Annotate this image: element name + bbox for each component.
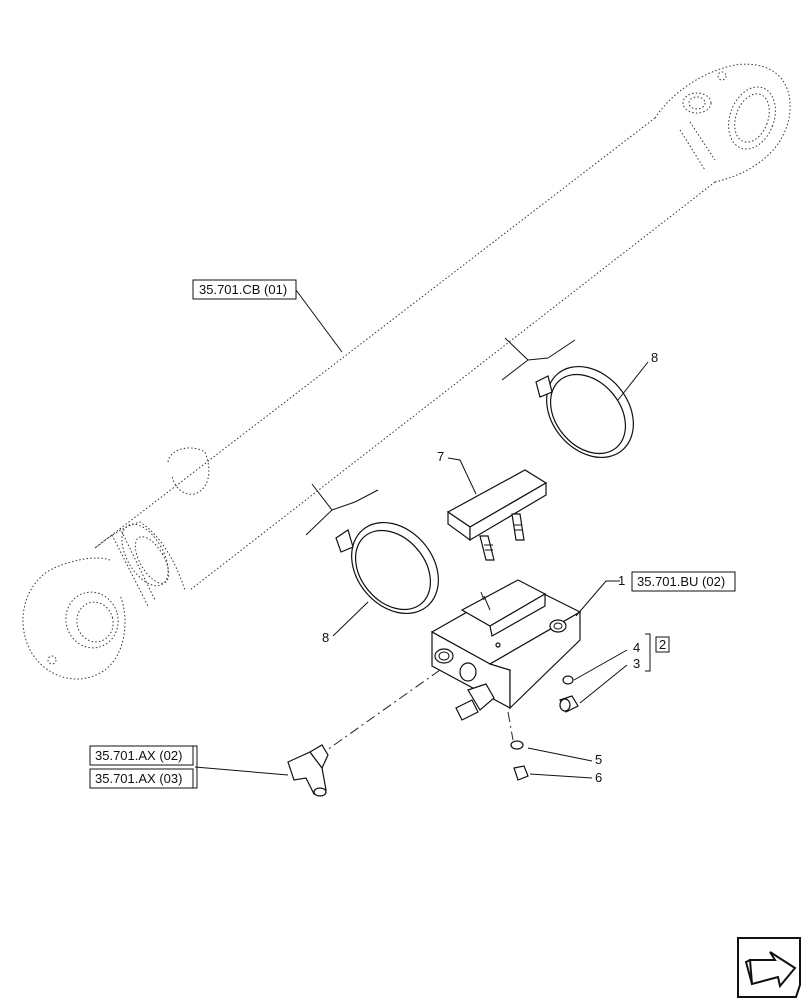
ref-cylinder[interactable]: 35.701.CB (01) bbox=[192, 279, 297, 300]
ref-valve-block-text: 35.701.BU (02) bbox=[637, 574, 725, 589]
callout-7[interactable]: 7 bbox=[437, 449, 444, 464]
valve-block bbox=[430, 579, 582, 721]
plug-leader bbox=[579, 664, 628, 704]
ref-fitting-bracket bbox=[193, 745, 198, 789]
callout-4[interactable]: 4 bbox=[633, 640, 640, 655]
kit-bracket bbox=[645, 633, 651, 672]
ref-valve-block[interactable]: 35.701.BU (02) bbox=[631, 571, 736, 592]
washer-5 bbox=[510, 740, 524, 750]
nut-6 bbox=[513, 765, 529, 781]
clamp-lower-leader bbox=[332, 601, 369, 637]
callout-1[interactable]: 1 bbox=[618, 573, 625, 588]
callout-5[interactable]: 5 bbox=[595, 752, 602, 767]
elbow-fitting bbox=[287, 744, 329, 797]
clamp-band-lower bbox=[335, 521, 439, 615]
callout-8-lower[interactable]: 8 bbox=[322, 630, 329, 645]
valve-block-leader bbox=[575, 580, 620, 617]
callout-6[interactable]: 6 bbox=[595, 770, 602, 785]
washer-leader bbox=[573, 649, 628, 681]
next-page-arrow-icon[interactable] bbox=[737, 937, 801, 998]
block-axis-vertical bbox=[507, 711, 514, 741]
ref-cylinder-text: 35.701.CB (01) bbox=[199, 282, 287, 297]
ref-fitting-b[interactable]: 35.701.AX (03) bbox=[89, 768, 194, 789]
section-break-upper bbox=[501, 337, 576, 381]
callout-2[interactable]: 2 bbox=[659, 637, 666, 652]
nut-6-leader bbox=[529, 773, 593, 779]
ref-fitting-b-text: 35.701.AX (03) bbox=[95, 771, 182, 786]
assembly-axis bbox=[319, 669, 441, 756]
hydraulic-cylinder-ghost bbox=[22, 63, 791, 680]
u-bolt-leader bbox=[447, 457, 477, 495]
ref-fitting-a-text: 35.701.AX (02) bbox=[95, 748, 182, 763]
washer-5-leader bbox=[527, 747, 593, 762]
plug-3 bbox=[559, 695, 579, 713]
clamp-upper-leader bbox=[617, 361, 649, 401]
seal-washer-4 bbox=[562, 675, 574, 685]
cylinder-leader bbox=[295, 289, 343, 353]
callout-3[interactable]: 3 bbox=[633, 656, 640, 671]
callout-8-upper[interactable]: 8 bbox=[651, 350, 658, 365]
callout-2-box bbox=[655, 636, 670, 653]
clamp-band-upper bbox=[535, 365, 634, 459]
section-break-lower bbox=[305, 483, 379, 536]
u-bolt-saddle bbox=[446, 469, 548, 561]
elbow-fitting-leader bbox=[194, 766, 289, 776]
ref-fitting-a[interactable]: 35.701.AX (02) bbox=[89, 745, 194, 766]
